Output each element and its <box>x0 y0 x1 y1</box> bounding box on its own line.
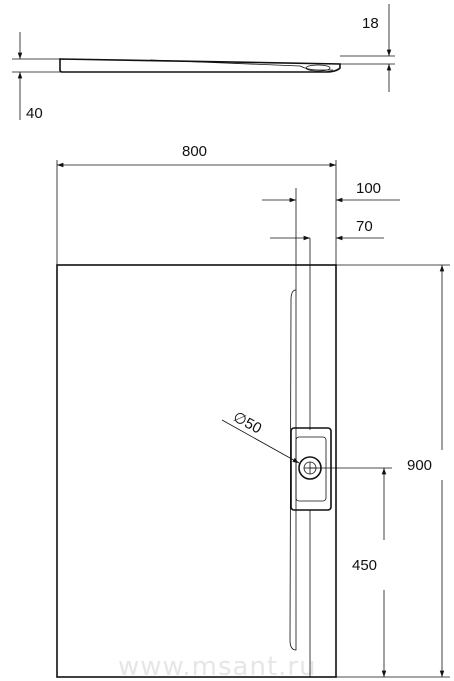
drain-diameter-callout: ∅50 <box>221 409 300 464</box>
tray-plan-view <box>56 238 337 678</box>
dimension-800: 800 <box>56 143 337 265</box>
dimension-900-label: 900 <box>407 457 432 474</box>
drain-diameter-label: ∅50 <box>230 409 264 438</box>
dimension-70: 70 <box>270 218 384 241</box>
dimension-18-label: 18 <box>362 15 379 32</box>
dimension-70-label: 70 <box>356 218 373 235</box>
watermark: www.msant.ru <box>118 652 317 681</box>
dimension-40: 40 <box>17 32 43 122</box>
dimension-40-label: 40 <box>26 105 43 122</box>
dimension-800-label: 800 <box>182 143 207 160</box>
side-profile-view <box>12 55 395 73</box>
dimension-450: 450 <box>310 467 392 677</box>
dimension-900: 900 <box>336 264 450 678</box>
dimension-450-label: 450 <box>352 557 377 574</box>
dimension-100: 100 <box>262 180 400 238</box>
dimension-18: 18 <box>362 4 392 92</box>
dimension-100-label: 100 <box>356 180 381 197</box>
